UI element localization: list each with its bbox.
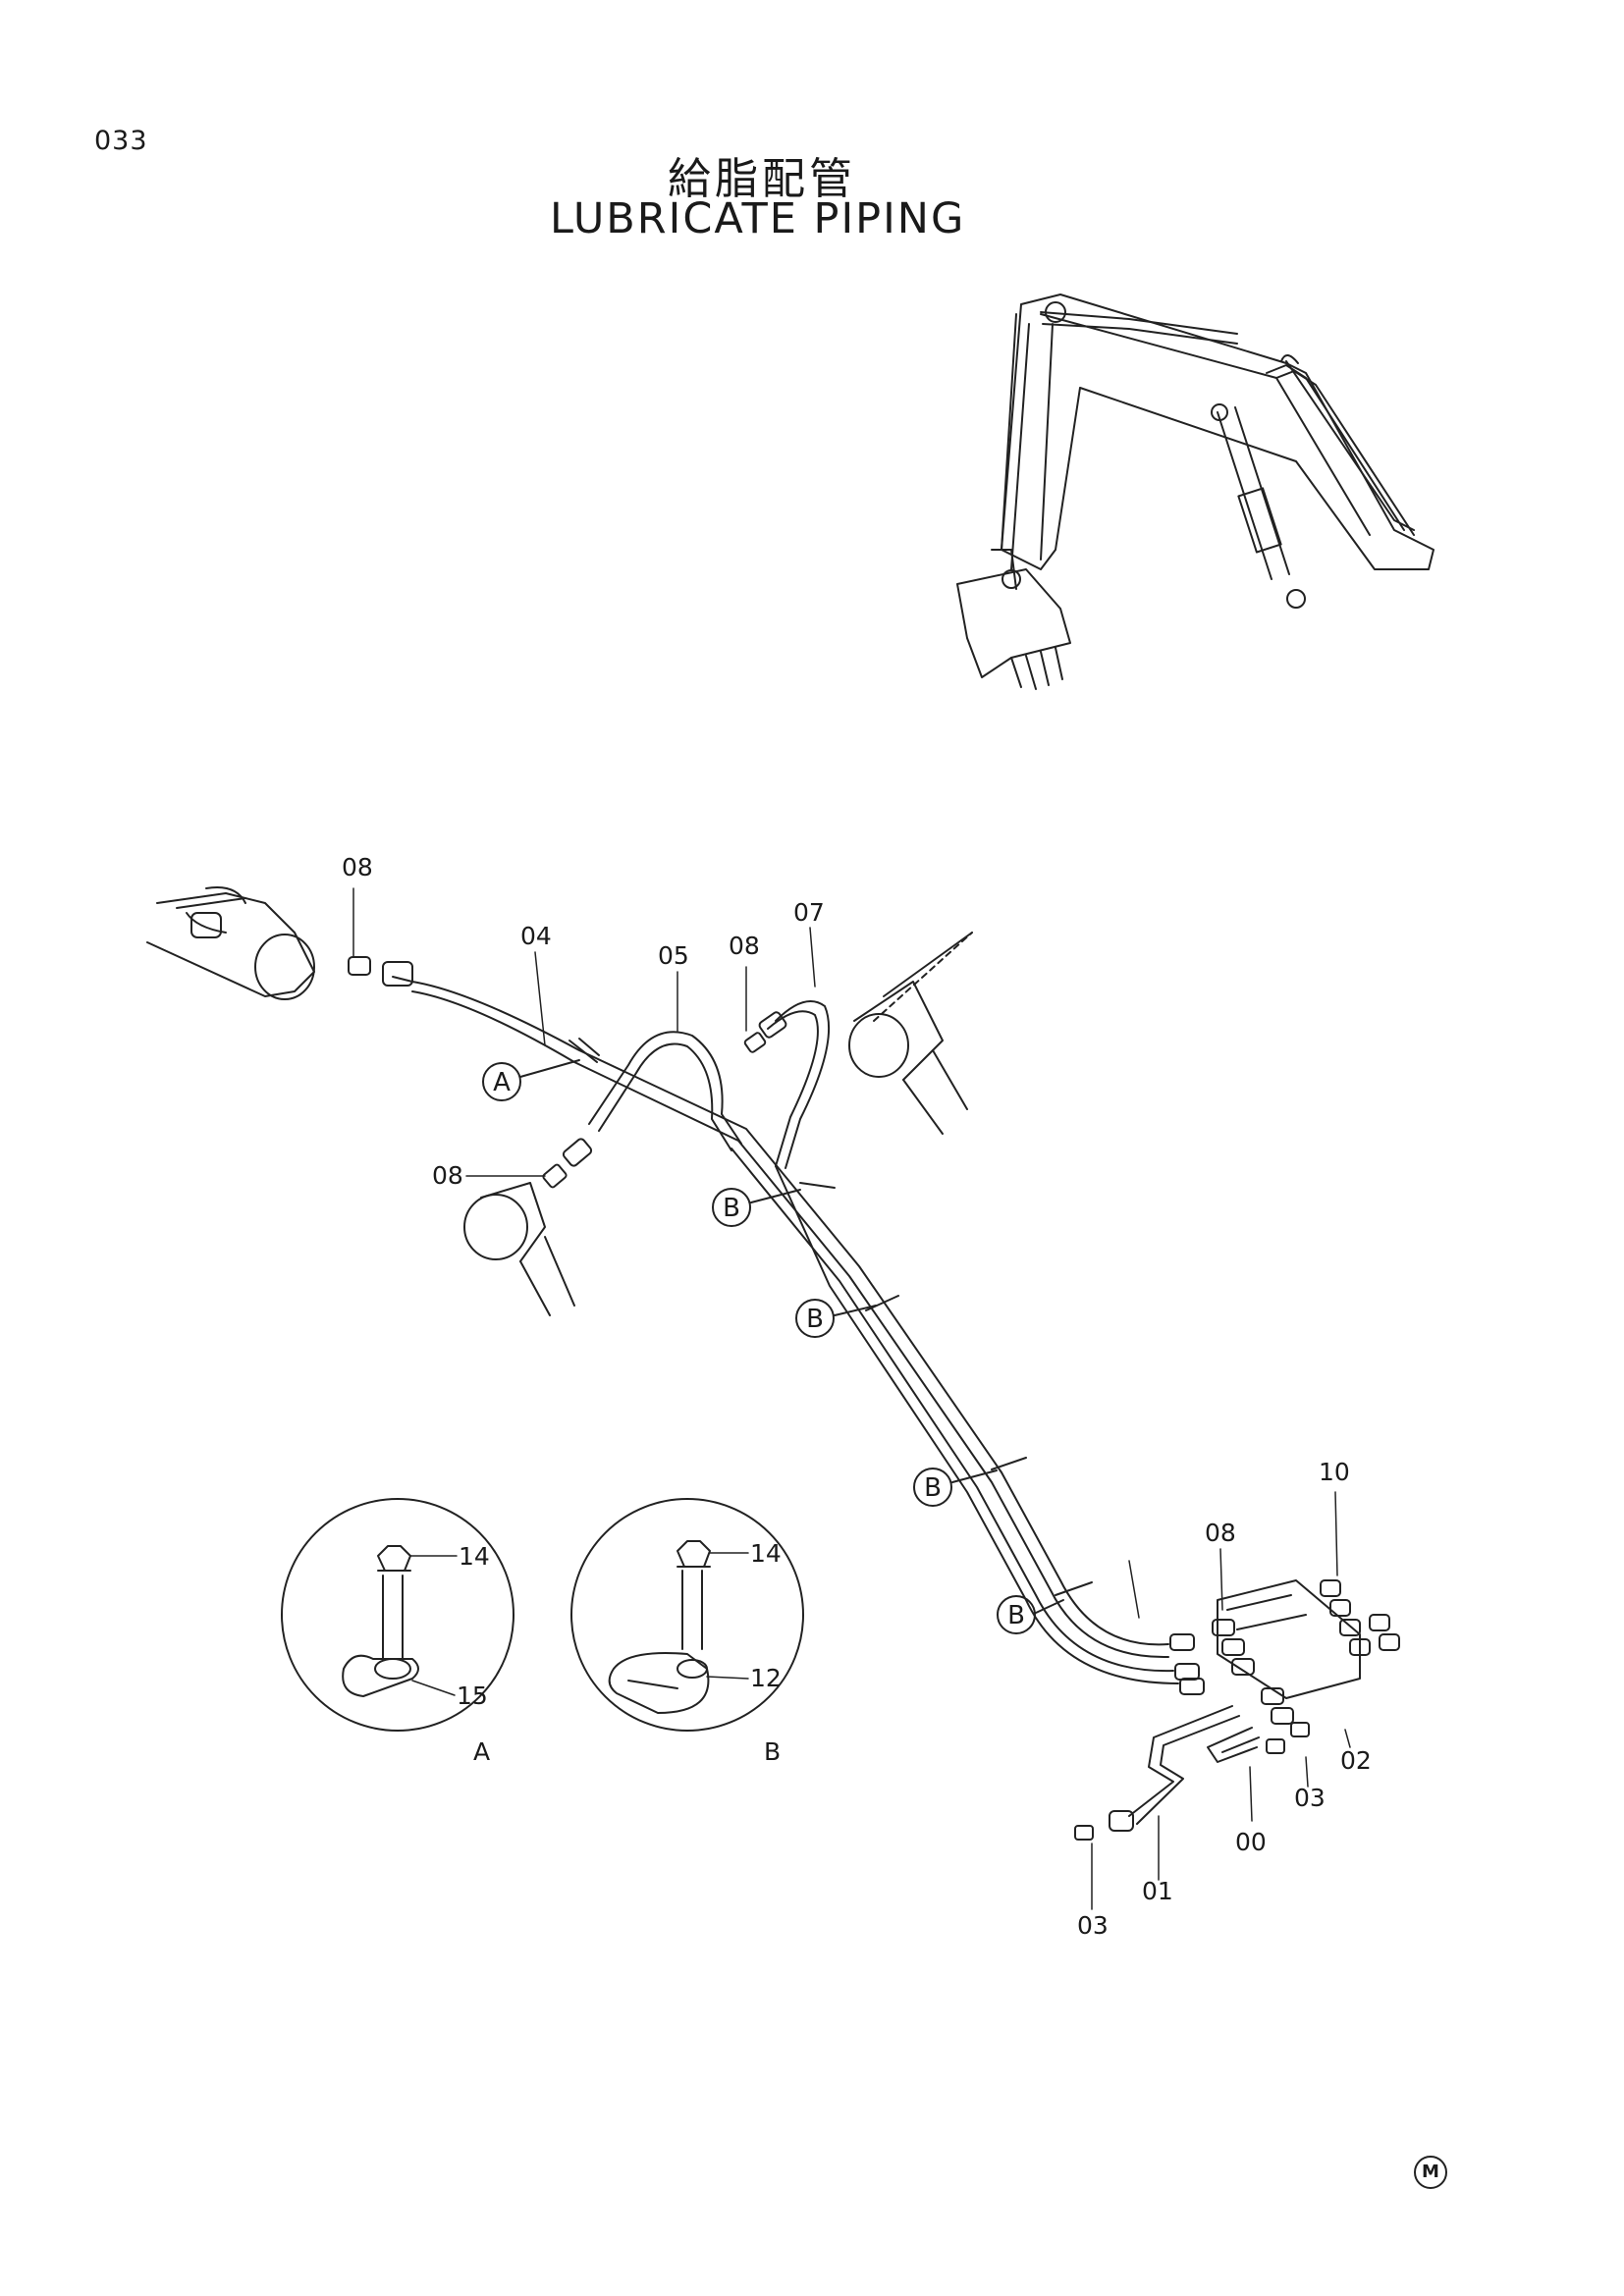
title-english: LUBRICATE PIPING bbox=[550, 194, 966, 243]
callout-08-lower-left: 08 bbox=[432, 1161, 463, 1190]
clamp-bands bbox=[568, 1038, 1093, 1596]
middle-right-pin-boss bbox=[848, 932, 973, 1135]
clamp-marker-circles bbox=[482, 1062, 1036, 1634]
m-mark: M bbox=[1414, 2156, 1447, 2189]
page-number: 033 bbox=[94, 126, 148, 156]
callout-00: 00 bbox=[1235, 1828, 1267, 1856]
title-japanese: 給脂配管 bbox=[668, 154, 856, 204]
pipes-00-01 bbox=[1074, 1705, 1310, 1841]
detail-b bbox=[570, 1498, 804, 1732]
callout-02: 02 bbox=[1340, 1746, 1372, 1775]
clamp-marker-b-3: B bbox=[924, 1473, 942, 1503]
detail-b-name: B bbox=[764, 1737, 781, 1766]
callout-05: 05 bbox=[658, 941, 689, 970]
callout-07: 07 bbox=[793, 898, 825, 927]
detail-b-clamp-callout: 12 bbox=[750, 1664, 782, 1692]
callout-labels: 08 04 05 08 07 08 10 08 02 03 00 01 03 A… bbox=[342, 853, 1372, 1940]
callout-04: 04 bbox=[520, 922, 552, 950]
clamp-marker-b-4: B bbox=[1007, 1601, 1025, 1630]
clamp-marker-pointers bbox=[519, 932, 1064, 1614]
callout-08-upper-left: 08 bbox=[342, 853, 373, 881]
detail-a-name: A bbox=[473, 1737, 490, 1766]
distributor-block bbox=[1212, 1579, 1400, 1725]
detail-a-clamp-callout: 15 bbox=[457, 1682, 488, 1710]
callout-03-right: 03 bbox=[1294, 1784, 1326, 1812]
callout-01: 01 bbox=[1142, 1877, 1173, 1905]
detail-a-bolt-callout: 14 bbox=[459, 1542, 490, 1571]
callout-03-left: 03 bbox=[1077, 1911, 1109, 1940]
detail-a bbox=[281, 1498, 514, 1732]
clamp-marker-a: A bbox=[493, 1068, 511, 1097]
callout-08-middle: 08 bbox=[729, 932, 760, 960]
detail-b-bolt-callout: 14 bbox=[750, 1539, 782, 1568]
clamp-marker-b-2: B bbox=[806, 1305, 824, 1334]
excavator-overview-illustration bbox=[956, 294, 1435, 690]
upper-left-pin-boss bbox=[146, 886, 315, 1000]
hose-bundle bbox=[392, 976, 1179, 1684]
callout-08-distributor: 08 bbox=[1205, 1519, 1236, 1547]
grease-fittings bbox=[348, 956, 1205, 1695]
clamp-marker-b-1: B bbox=[723, 1194, 740, 1223]
callout-10: 10 bbox=[1319, 1458, 1350, 1486]
lower-left-pin-boss bbox=[463, 1182, 575, 1316]
leader-lines bbox=[352, 887, 1351, 1910]
